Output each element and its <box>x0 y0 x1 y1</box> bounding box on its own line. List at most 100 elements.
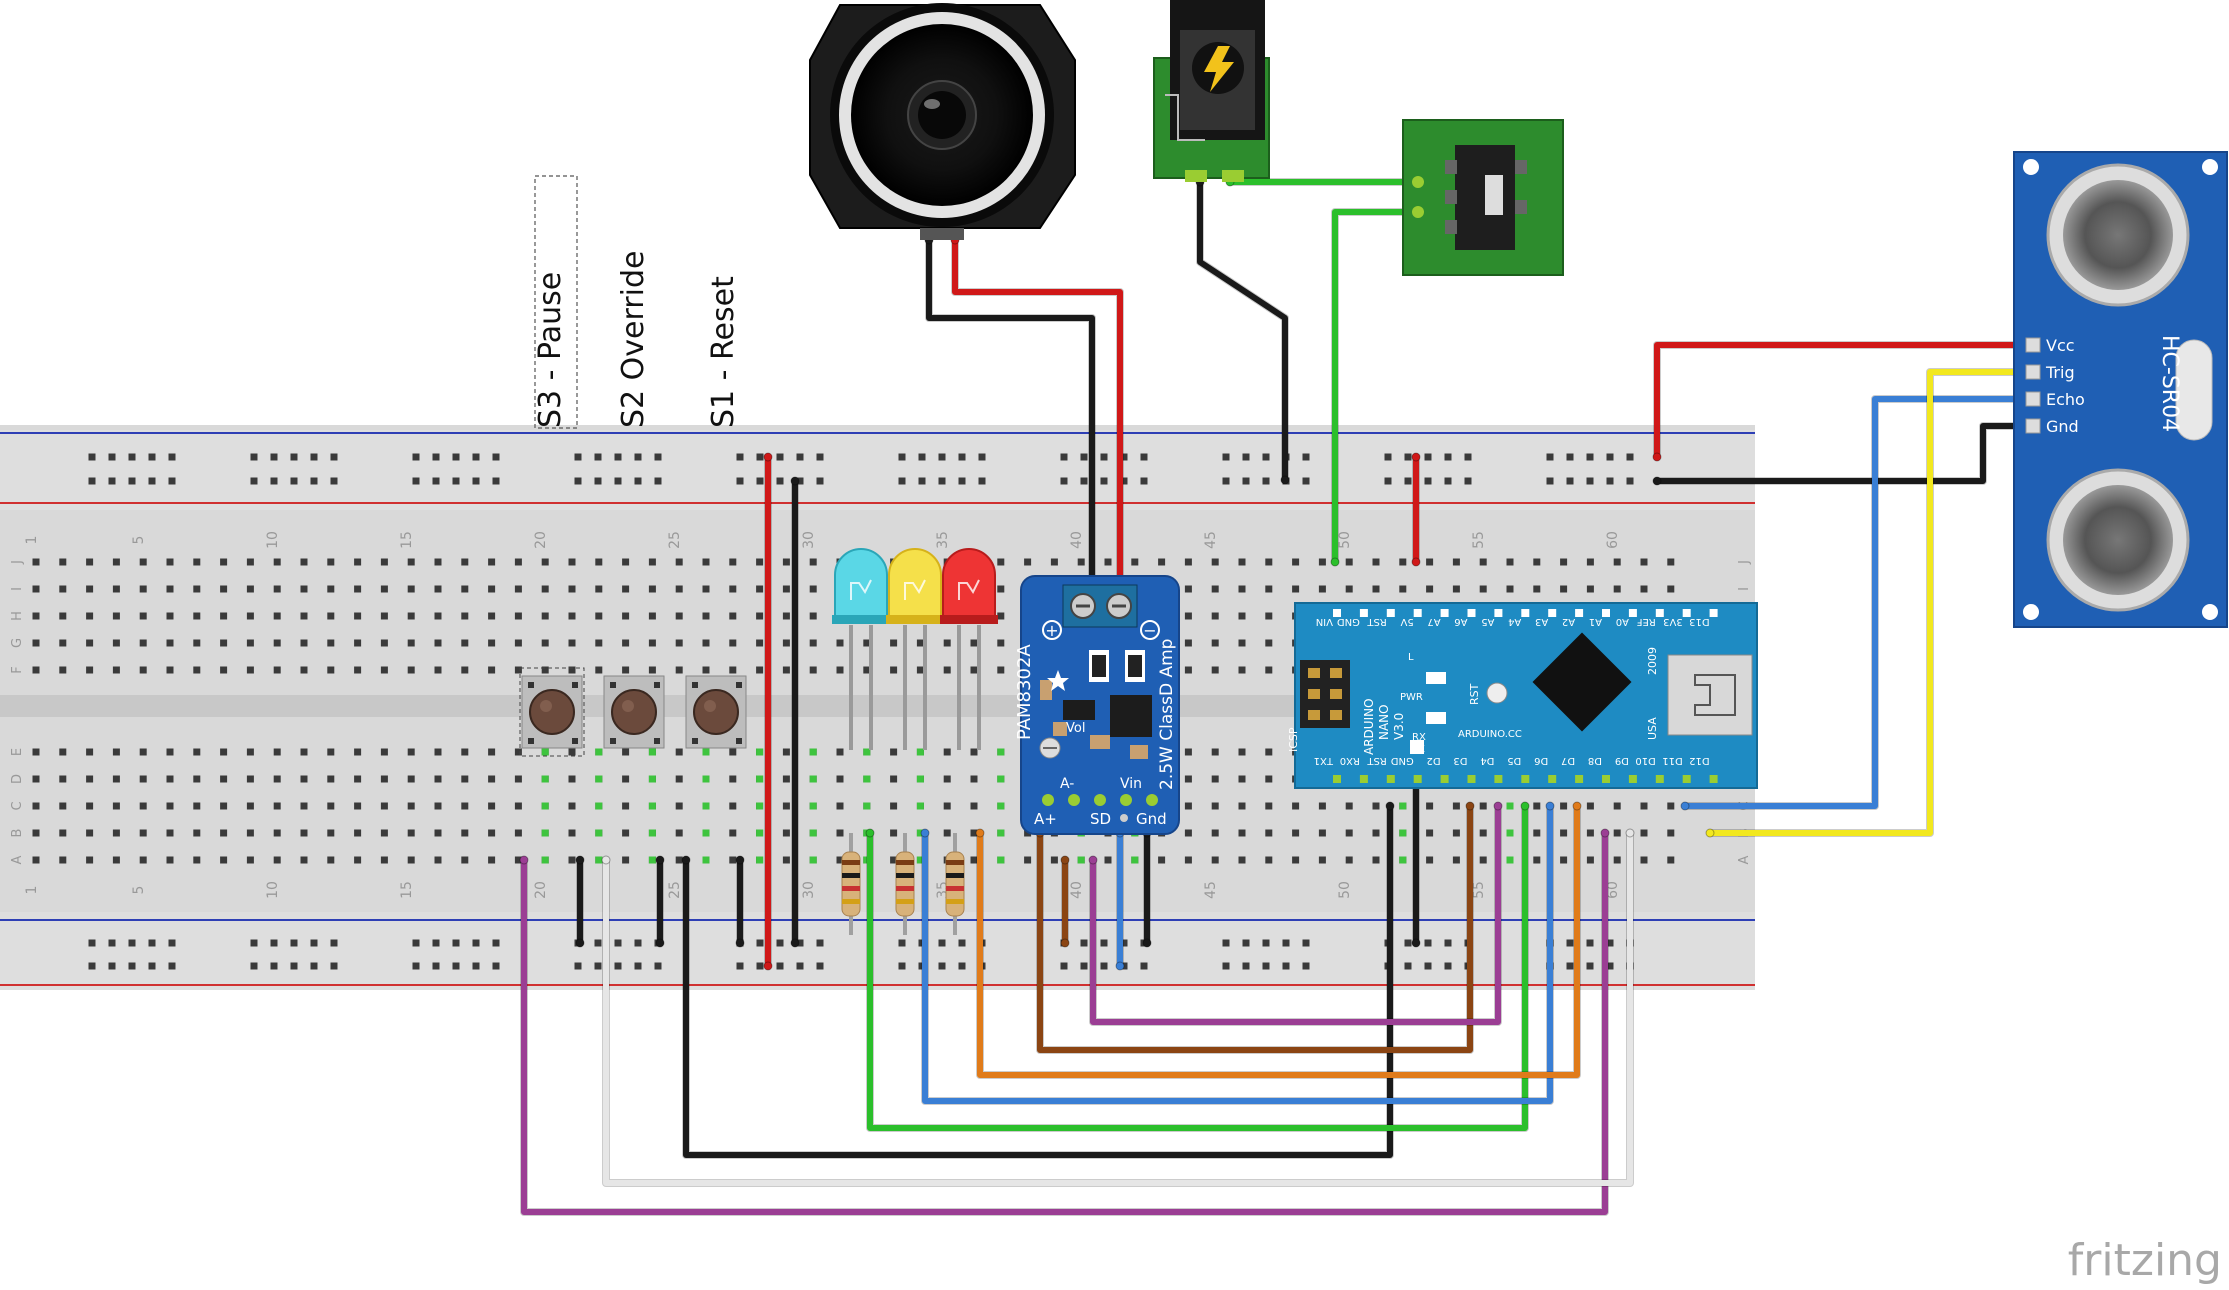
amp-plus-circle <box>1042 620 1062 640</box>
nano-bottom-pin-label: D7 <box>1561 755 1575 766</box>
rail-hole <box>1464 453 1472 461</box>
nano-bottom-pin <box>1709 775 1718 783</box>
breadboard-hole <box>434 558 442 566</box>
breadboard-hole <box>1372 829 1380 837</box>
rail-hole <box>148 453 156 461</box>
breadboard-hole <box>112 612 120 620</box>
breadboard-hole <box>139 829 147 837</box>
breadboard-hole <box>86 775 94 783</box>
nano-bottom-pin-label: D8 <box>1588 755 1602 766</box>
wire-amp-aplus-end <box>1465 801 1475 811</box>
breadboard-hole <box>622 829 630 837</box>
breadboard-hole <box>112 775 120 783</box>
breadboard-hole <box>1640 829 1648 837</box>
column-number: 60 <box>1605 531 1621 549</box>
breadboard-hole <box>970 748 978 756</box>
connected-hole <box>648 829 656 837</box>
row-letter: J <box>1737 560 1752 565</box>
breadboard-hole <box>59 775 67 783</box>
led-die <box>904 579 926 600</box>
nano-bottom-pin <box>1521 775 1530 783</box>
breadboard-hole <box>1265 666 1273 674</box>
rail-hole <box>128 453 136 461</box>
rail-hole <box>168 477 176 485</box>
rail-hole <box>1566 939 1574 947</box>
rail-hole <box>412 939 420 947</box>
pushbutton-pin <box>654 682 660 688</box>
nano-icsp-label: ICSP <box>1287 727 1300 752</box>
rail-hole <box>452 477 460 485</box>
breadboard-hole <box>434 802 442 810</box>
rail-hole <box>574 453 582 461</box>
rail-hole <box>1404 962 1412 970</box>
nano-reset-button[interactable] <box>1486 682 1508 704</box>
breadboard-hole <box>729 639 737 647</box>
breadboard-hole <box>220 558 228 566</box>
breadboard-hole <box>166 802 174 810</box>
breadboard-hole <box>1452 856 1460 864</box>
breadboard-hole <box>1318 856 1326 864</box>
breadboard-hole <box>514 558 522 566</box>
breadboard-hole <box>407 666 415 674</box>
breadboard-hole <box>59 612 67 620</box>
pushbutton-highlight <box>622 700 634 712</box>
nano-led-pwr <box>1426 712 1446 724</box>
nano-bottom-pin-label: RST <box>1367 755 1387 766</box>
dc-jack-trace <box>1165 94 1205 141</box>
rail-hole <box>168 962 176 970</box>
amp-board <box>1020 575 1180 835</box>
breadboard-hole <box>193 558 201 566</box>
wire-btn3-signal-end <box>519 855 529 865</box>
rail-hole <box>958 453 966 461</box>
breadboard-hole <box>32 558 40 566</box>
rail-hole <box>88 453 96 461</box>
rail-hole <box>574 477 582 485</box>
breadboard-hole <box>863 666 871 674</box>
breadboard-hole <box>86 802 94 810</box>
icsp-pin-5 <box>1308 710 1320 720</box>
rail-hole <box>654 477 662 485</box>
rail-hole <box>148 939 156 947</box>
nano-top-pin-label: REF <box>1637 616 1656 627</box>
resistor <box>841 833 861 935</box>
breadboard-hole <box>622 856 630 864</box>
breadboard-hole <box>246 585 254 593</box>
rail-hole <box>330 939 338 947</box>
nano-bottom-pin-label: D12 <box>1689 755 1709 766</box>
rail-hole <box>270 939 278 947</box>
pushbutton-pin <box>692 738 698 744</box>
breadboard-hole <box>1372 558 1380 566</box>
rail-hole <box>1302 477 1310 485</box>
rail-hole <box>290 477 298 485</box>
breadboard-hole <box>729 775 737 783</box>
breadboard-hole <box>1238 775 1246 783</box>
breadboard-hole <box>461 666 469 674</box>
rail-hole <box>816 477 824 485</box>
breadboard-hole <box>1238 829 1246 837</box>
nano-top-pin <box>1682 609 1691 617</box>
wire-btn2-signal-end <box>1625 828 1635 838</box>
breadboard-hole <box>836 639 844 647</box>
connected-hole <box>863 802 871 810</box>
connected-hole <box>648 748 656 756</box>
row-letter: G <box>10 638 25 648</box>
breadboard-hole <box>675 666 683 674</box>
breadboard-hole <box>59 666 67 674</box>
breadboard-hole <box>1050 558 1058 566</box>
slide-switch <box>1402 119 1564 276</box>
breadboard-hole <box>1399 558 1407 566</box>
wire-led-yellow-end <box>1545 801 1555 811</box>
connected-hole <box>702 856 710 864</box>
breadboard-hole <box>1667 856 1675 864</box>
rail-hole <box>168 453 176 461</box>
rail-hole <box>978 477 986 485</box>
breadboard-hole <box>59 829 67 837</box>
leds <box>832 548 998 750</box>
breadboard-hole <box>1345 856 1353 864</box>
rail-hole <box>1444 477 1452 485</box>
breadboard-hole <box>997 612 1005 620</box>
breadboard-hole <box>354 585 362 593</box>
breadboard-hole <box>32 748 40 756</box>
rail-hole <box>1424 477 1432 485</box>
